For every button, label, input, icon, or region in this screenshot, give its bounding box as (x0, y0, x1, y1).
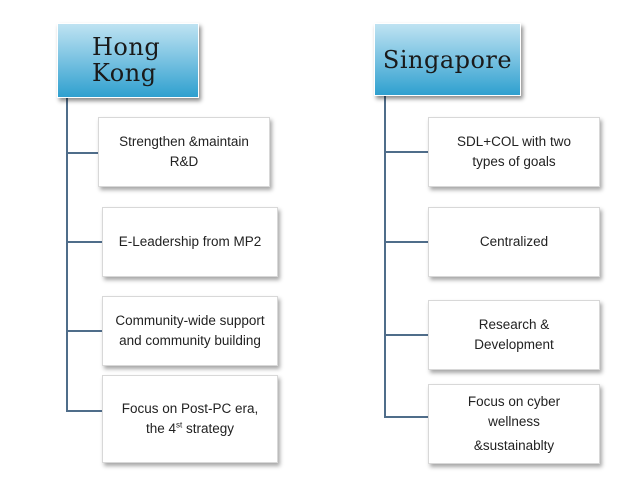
hk-branch-2 (66, 241, 102, 243)
singapore-title: Singapore (382, 45, 513, 74)
sg-node-1-text: SDL+COL with two types of goals (457, 134, 571, 169)
hk-node-4-superscript: st (176, 420, 183, 430)
sg-node-4: Focus on cyber wellness &sustainablty (428, 384, 600, 464)
sg-branch-2 (384, 241, 428, 243)
hk-node-3: Community-wide support and community bui… (102, 296, 278, 366)
singapore-header: Singapore (374, 23, 521, 96)
sg-node-2-text: Centralized (479, 234, 549, 249)
hk-node-4: Focus on Post-PC era, the 4st strategy (102, 375, 278, 463)
hk-node-4-text-main: Focus on Post-PC era, the 4 (121, 401, 259, 436)
hk-node-4-text: Focus on Post-PC era, the 4st strategy (111, 399, 269, 439)
hk-branch-4 (66, 410, 102, 412)
sg-branch-1 (384, 151, 428, 153)
hk-branch-1 (66, 152, 98, 154)
hk-node-1-text: Strengthen &maintain R&D (119, 134, 249, 169)
sg-node-3: Research & Development (428, 300, 600, 370)
hong-kong-title-line2: Kong (92, 59, 157, 87)
hk-node-2-text: E-Leadership from MP2 (118, 234, 262, 249)
hk-node-2: E-Leadership from MP2 (102, 207, 278, 277)
hk-tree-trunk (66, 98, 68, 411)
sg-node-2: Centralized (428, 207, 600, 277)
hk-node-3-text: Community-wide support and community bui… (115, 313, 265, 348)
sg-node-1: SDL+COL with two types of goals (428, 117, 600, 187)
sg-branch-3 (384, 334, 428, 336)
sg-node-4-text-2: &sustainablty (473, 438, 555, 453)
sg-tree-trunk (384, 96, 386, 417)
hk-node-4-text-end: strategy (182, 421, 235, 436)
sg-branch-4 (384, 416, 428, 418)
hk-node-1: Strengthen &maintain R&D (98, 117, 270, 187)
sg-node-4-text: Focus on cyber wellness (467, 394, 561, 429)
hk-branch-3 (66, 330, 102, 332)
hong-kong-header: Hong Kong (57, 23, 199, 98)
sg-node-3-text: Research & Development (474, 317, 554, 352)
hong-kong-title-line1: Hong (92, 33, 161, 61)
